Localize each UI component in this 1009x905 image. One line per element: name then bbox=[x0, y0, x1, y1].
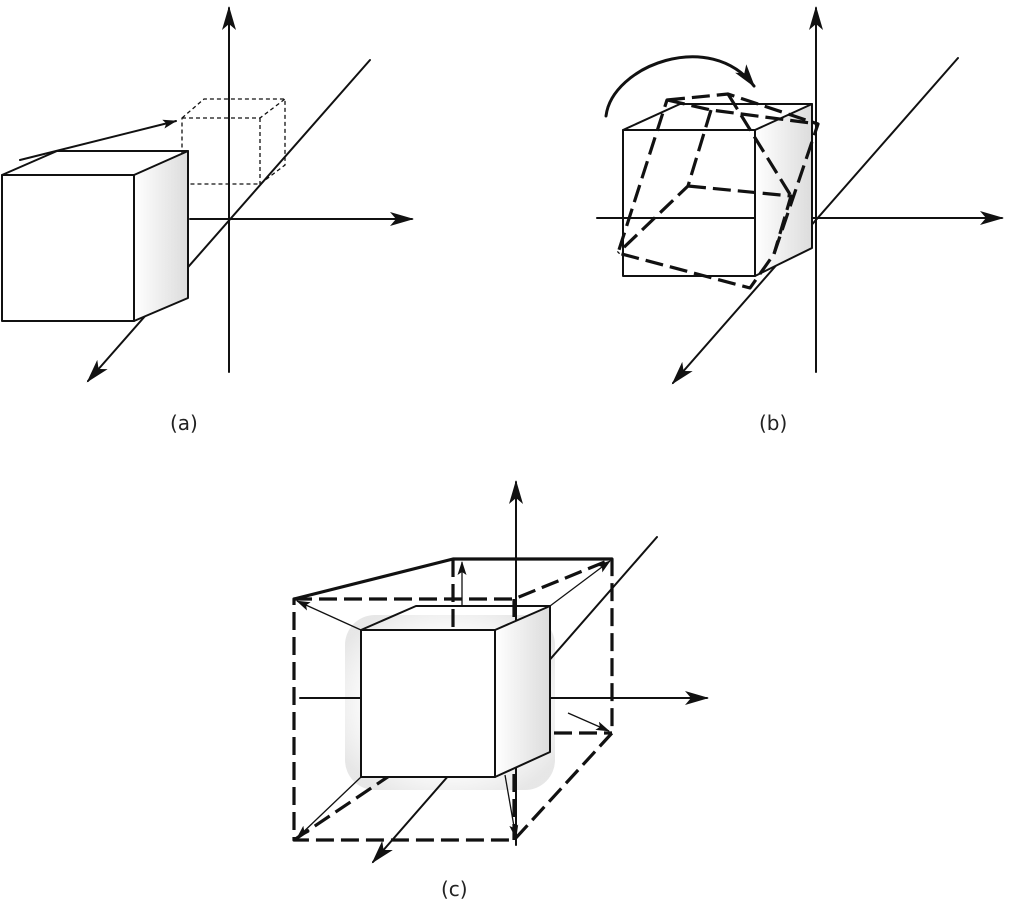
panel-c-scale-arrow bbox=[296, 776, 362, 839]
panel-c-scale-arrow bbox=[567, 712, 610, 732]
panel-b-rotated-cube bbox=[616, 92, 820, 290]
panel-c-scale-arrow bbox=[504, 774, 519, 839]
panel-b-z-axis bbox=[671, 57, 959, 385]
panel-a-translation-arrow bbox=[19, 119, 177, 161]
caption-b: (b) bbox=[759, 411, 788, 435]
panel-a-translated-cube bbox=[181, 98, 286, 185]
panel-c-scale-arrow bbox=[549, 560, 611, 607]
panel-b-rotation-arrow bbox=[604, 55, 756, 118]
panel-c-scaling bbox=[292, 480, 709, 864]
panel-a-z-axis bbox=[86, 59, 371, 383]
panel-a-translation bbox=[1, 6, 414, 383]
panel-b-rotation bbox=[596, 6, 1004, 385]
panel-c-original-cube bbox=[360, 605, 551, 778]
caption-c: (c) bbox=[441, 877, 468, 901]
panel-b-original-cube bbox=[622, 103, 813, 277]
panel-a-original-cube bbox=[1, 150, 189, 322]
panel-c-scale-arrow bbox=[296, 600, 362, 631]
caption-a: (a) bbox=[170, 411, 198, 435]
